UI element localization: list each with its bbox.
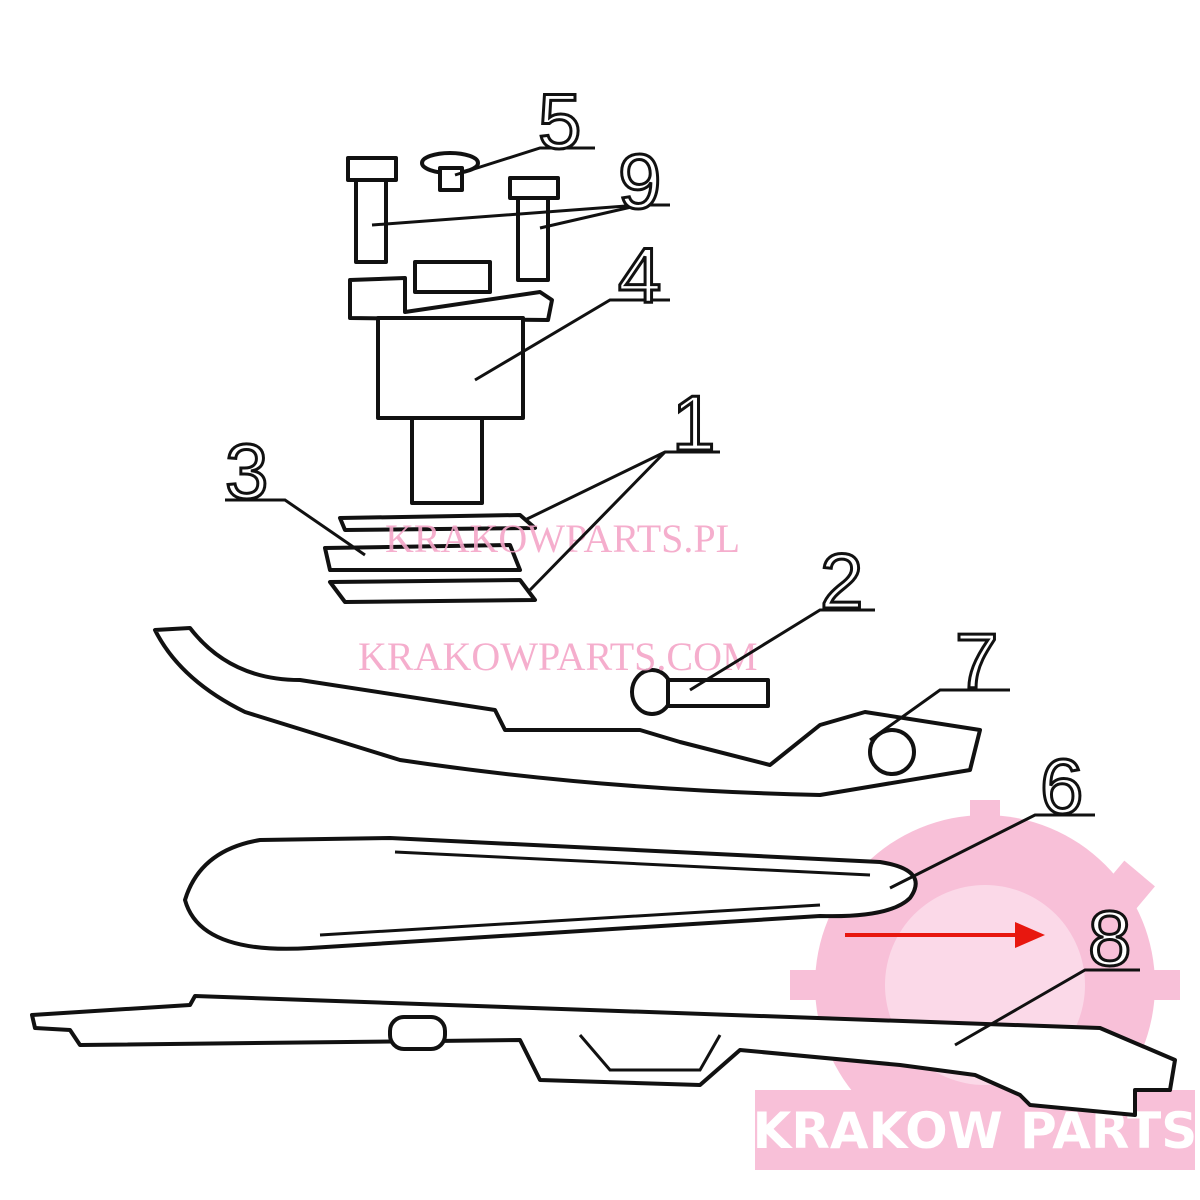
watermark-com: KRAKOWPARTS.COM [358, 634, 758, 679]
part-1-3-gaskets [323, 513, 537, 604]
callout-5: 5 [538, 77, 581, 165]
callout-2: 2 [820, 537, 863, 625]
callout-9: 9 [618, 137, 661, 225]
part-7-tensioner-guide [153, 626, 982, 797]
part-4-tensioner [348, 260, 554, 505]
watermark-pl: KRAKOWPARTS.PL [385, 516, 740, 561]
callout-6: 6 [1040, 742, 1083, 830]
part-8-chain-guide [30, 994, 1177, 1117]
callout-8: 8 [1088, 894, 1131, 982]
part-2-pin [630, 668, 770, 716]
callout-1: 1 [672, 379, 715, 467]
callout-7: 7 [955, 617, 998, 705]
leader-lines [225, 146, 1140, 1047]
red-arrow [845, 922, 1045, 948]
part-5-washer [420, 151, 480, 192]
part-6-chain [183, 836, 918, 951]
callout-3: 3 [225, 427, 268, 515]
callout-4: 4 [618, 231, 661, 319]
